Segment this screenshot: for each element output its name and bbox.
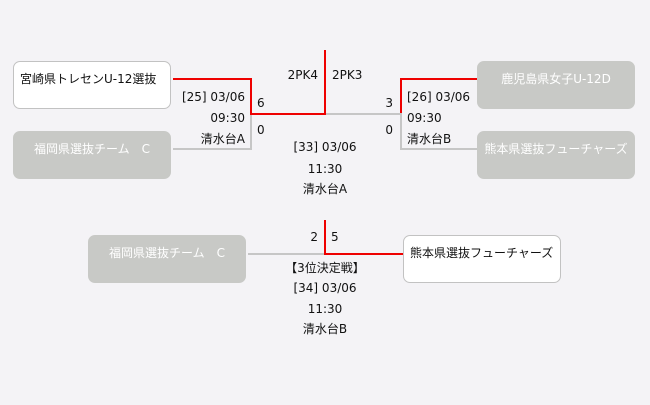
- team-name: 宮崎県トレセンU-12選抜: [20, 72, 157, 86]
- match-number: [33] 03/06: [293, 140, 357, 154]
- match-venue: 清水台A: [302, 182, 348, 196]
- bracket-line-loser: [400, 148, 477, 150]
- bracket-line-loser: [248, 253, 324, 255]
- match-number: [26] 03/06: [407, 90, 471, 104]
- score: 0: [385, 123, 393, 137]
- team-name: 福岡県選抜チーム C: [33, 142, 151, 156]
- score: 6: [257, 96, 265, 110]
- bracket-line-loser: [250, 115, 252, 150]
- team-name: 熊本県選抜フューチャーズ: [484, 142, 628, 156]
- match-number: [34] 03/06: [293, 281, 357, 295]
- team-box-fukuoka-3rd[interactable]: 福岡県選抜チーム C: [88, 235, 246, 283]
- bracket-line-winner: [324, 253, 403, 255]
- match-venue: 清水台B: [302, 322, 348, 336]
- bracket-line-winner: [173, 78, 252, 80]
- final-left-score: 2PK4: [287, 68, 318, 82]
- final-right-score: 2PK3: [332, 68, 363, 82]
- match-venue: 清水台A: [200, 132, 245, 146]
- bracket-line-loser: [326, 113, 402, 115]
- match-time: 11:30: [307, 162, 343, 176]
- bracket-line-third-winner: [324, 220, 326, 255]
- match-time: 11:30: [307, 302, 343, 316]
- bracket-line-winner: [400, 78, 477, 80]
- team-name: 福岡県選抜チーム C: [108, 246, 226, 260]
- team-box-kumamoto-3rd[interactable]: 熊本県選抜フューチャーズ: [403, 235, 561, 283]
- team-name: 鹿児島県女子U-12D: [501, 72, 611, 86]
- bracket-line-loser: [400, 115, 402, 150]
- score: 0: [257, 123, 265, 137]
- team-box-fukuoka[interactable]: 福岡県選抜チーム C: [13, 131, 171, 179]
- team-name: 熊本県選抜フューチャーズ: [410, 246, 554, 260]
- match-venue: 清水台B: [407, 132, 452, 146]
- team-box-kumamoto[interactable]: 熊本県選抜フューチャーズ: [477, 131, 635, 179]
- team-box-miyazaki[interactable]: 宮崎県トレセンU-12選抜: [13, 61, 171, 109]
- bracket-line-winner: [400, 78, 402, 115]
- team-box-kagoshima[interactable]: 鹿児島県女子U-12D: [477, 61, 635, 109]
- bracket-line-winner: [250, 78, 252, 115]
- match-time: 09:30: [210, 111, 245, 125]
- match-time: 09:30: [407, 111, 442, 125]
- bracket-line-winner: [250, 113, 326, 115]
- score: 3: [385, 96, 393, 110]
- third-place-label: 【3位決定戦】: [285, 261, 365, 275]
- bracket-line-champion: [324, 50, 326, 115]
- bracket-line-loser: [173, 148, 252, 150]
- match-number: [25] 03/06: [181, 90, 245, 104]
- score: 5: [331, 230, 339, 244]
- score: 2: [310, 230, 318, 244]
